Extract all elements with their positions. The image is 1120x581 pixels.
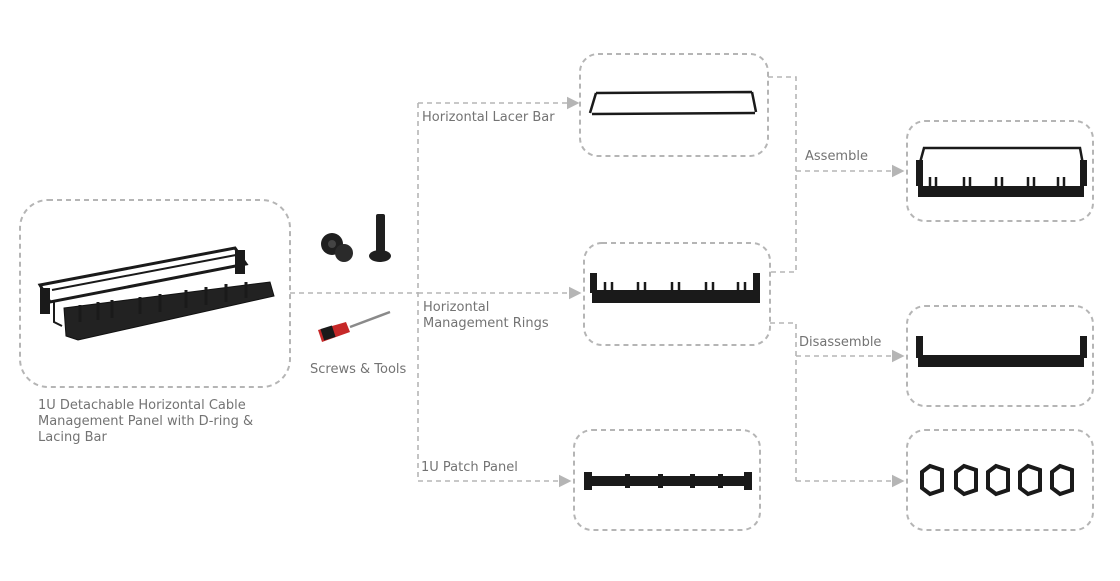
connectors <box>290 76 905 488</box>
disassembled-box <box>906 305 1094 407</box>
lacer-bar-photo <box>588 90 758 116</box>
assembled-box <box>906 120 1094 222</box>
mgmt-rings-label: Horizontal Management Rings <box>423 300 549 331</box>
patch-panel-box <box>573 429 761 531</box>
assemble-label: Assemble <box>805 149 868 164</box>
lacer-bar-box <box>579 53 769 157</box>
main-panel-label: 1U Detachable Horizontal Cable Managemen… <box>38 398 254 445</box>
lacer-bar-label: Horizontal Lacer Bar <box>422 110 555 125</box>
mgmt-rings-box <box>583 242 771 346</box>
assembled-panel-photo <box>916 146 1087 197</box>
management-rings-photo <box>590 273 760 303</box>
cable-management-panel-photo <box>37 246 275 341</box>
disassemble-label: Disassemble <box>799 335 882 350</box>
d-rings-box <box>906 429 1094 531</box>
main-panel-box <box>19 199 291 388</box>
patch-panel-label: 1U Patch Panel <box>421 460 518 475</box>
screws-photo <box>321 214 391 262</box>
screws-tools-label: Screws & Tools <box>310 362 407 377</box>
patch-panel-photo <box>584 472 752 490</box>
screwdriver-photo <box>318 310 391 342</box>
d-rings-photo <box>920 463 1074 497</box>
rail-only-photo <box>916 336 1087 367</box>
